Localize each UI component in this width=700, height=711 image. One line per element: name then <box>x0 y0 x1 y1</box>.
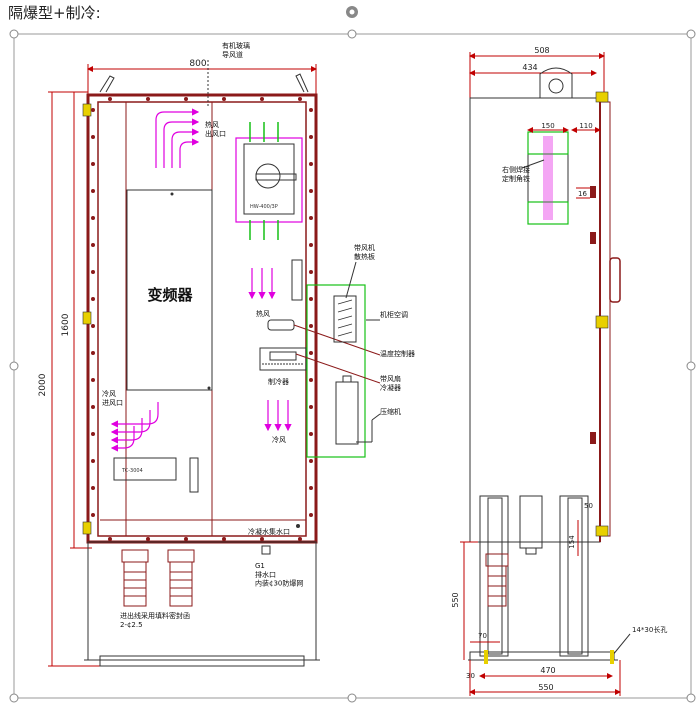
angle-iron-label: 右侧焊接定制角铁 <box>502 165 530 183</box>
bolt <box>184 97 188 101</box>
selection-frame <box>9 6 696 703</box>
breaker: HW-400/3P <box>235 122 303 240</box>
refrigeration-label: 制冷器 <box>268 377 289 386</box>
front-inner-height-dim: 1600 <box>61 313 71 336</box>
bolt <box>309 243 313 247</box>
condensate-outlet-label: 冷凝水集水口 <box>248 527 290 536</box>
bolt <box>91 324 95 328</box>
bolt <box>260 97 264 101</box>
bolt <box>309 162 313 166</box>
bolt <box>91 243 95 247</box>
bolt <box>309 432 313 436</box>
temp-controller-label: 温度控制器 <box>380 349 415 358</box>
cold-air-label: 冷风 <box>272 435 286 444</box>
bolt <box>309 108 313 112</box>
bolt <box>184 537 188 541</box>
bolt <box>91 459 95 463</box>
bolt <box>309 513 313 517</box>
side-dim-154: 154 <box>568 535 576 549</box>
cable-glands <box>121 549 195 607</box>
bolt <box>309 378 313 382</box>
page-title: 隔爆型+制冷: <box>8 4 101 22</box>
bolt <box>91 216 95 220</box>
bolt <box>298 537 302 541</box>
bolt <box>222 97 226 101</box>
side-dim-550-w: 550 <box>538 683 553 692</box>
bolt <box>91 513 95 517</box>
bolt <box>91 297 95 301</box>
bolt <box>298 97 302 101</box>
bolt <box>309 405 313 409</box>
device-tag: TC-3004 <box>121 468 143 474</box>
breaker-model: HW-400/3P <box>250 204 278 210</box>
side-dim-16: 16 <box>578 190 587 198</box>
bolt <box>309 189 313 193</box>
bolt <box>309 270 313 274</box>
hot-air-outlet-label: 热风出风口 <box>205 120 226 138</box>
bolt <box>309 135 313 139</box>
side-dim-70: 70 <box>478 632 487 640</box>
side-dim-150: 150 <box>541 122 554 130</box>
fan-condenser-label: 带风扇冷凝器 <box>380 374 401 392</box>
side-dim-508: 508 <box>534 46 549 55</box>
bolt <box>91 189 95 193</box>
side-dim-470: 470 <box>540 666 555 675</box>
bolt <box>222 537 226 541</box>
front-view: 800 2000 1600 变频器 <box>38 41 415 667</box>
inverter-label: 变频器 <box>147 286 193 304</box>
bolt <box>309 297 313 301</box>
side-view: 508 434 150 110 16 右侧焊接定制角铁 <box>451 46 667 696</box>
bolt <box>309 351 313 355</box>
bolt <box>91 270 95 274</box>
bolt <box>91 405 95 409</box>
side-dim-550-h: 550 <box>451 592 460 607</box>
bolt <box>108 537 112 541</box>
side-dim-50: 50 <box>584 502 593 510</box>
cold-air-arrows <box>110 402 159 452</box>
bolt <box>309 324 313 328</box>
bolt <box>108 97 112 101</box>
bolt <box>309 459 313 463</box>
bolt <box>91 351 95 355</box>
bolt <box>260 537 264 541</box>
front-width-dim: 800 <box>189 59 206 69</box>
side-dim-434: 434 <box>522 63 537 72</box>
bolt <box>91 162 95 166</box>
hole-label: 14*30长孔 <box>632 625 667 634</box>
bolt <box>91 108 95 112</box>
bolt <box>146 537 150 541</box>
bolt <box>91 378 95 382</box>
cold-air-inlet-label: 冷风进风口 <box>102 389 123 407</box>
bolt <box>309 486 313 490</box>
hot-air-arrows <box>155 108 200 168</box>
compressor-label: 压缩机 <box>380 407 401 416</box>
hot-air-label: 热风 <box>256 309 270 318</box>
bolt <box>91 432 95 436</box>
cabinet-ac-label: 机柜空调 <box>380 310 408 319</box>
bolt <box>146 97 150 101</box>
side-dim-110: 110 <box>579 122 592 130</box>
fan-heatsink-label: 带风机散热板 <box>354 243 375 261</box>
bolt <box>91 486 95 490</box>
front-height-dim: 2000 <box>38 373 48 396</box>
bolt <box>309 216 313 220</box>
bolt <box>91 135 95 139</box>
glass-duct-label: 有机玻璃导风道 <box>222 41 250 59</box>
